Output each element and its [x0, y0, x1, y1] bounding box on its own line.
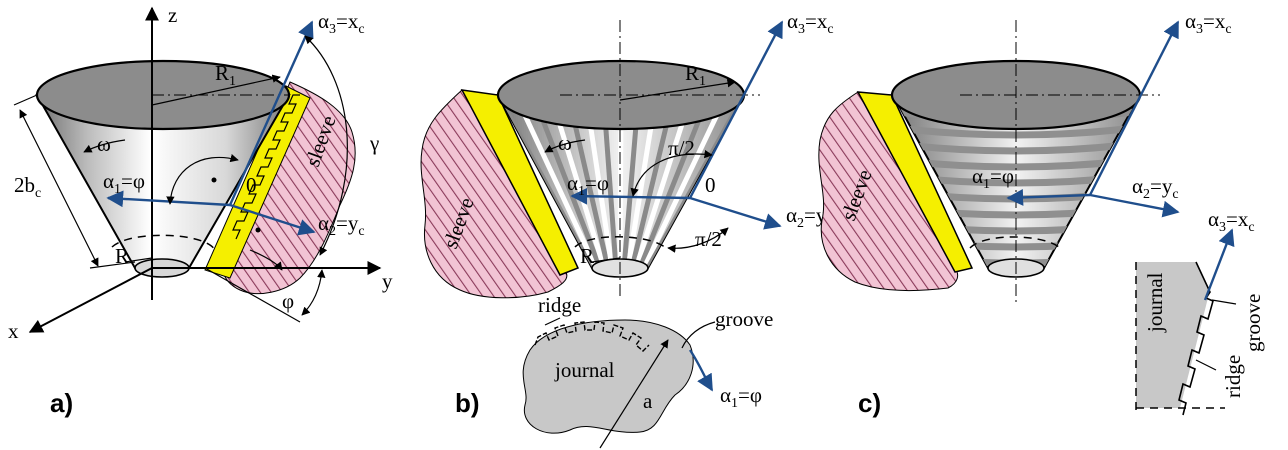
groove-pointer-c	[1211, 299, 1237, 305]
dim-2bc	[19, 109, 99, 267]
alpha2-vector-b	[689, 196, 782, 230]
label-y: y	[382, 269, 393, 293]
serrated-edge-c	[1178, 261, 1214, 416]
hidden-edge-b	[574, 236, 669, 251]
alpha1-vector-b	[570, 187, 691, 205]
alpha3-vector-detail	[1203, 228, 1235, 301]
label-alpha2-a: α2=yc	[318, 211, 365, 239]
panel-c	[818, 20, 1237, 416]
dim-ext-bottom	[89, 261, 136, 269]
omega-arrow-b	[544, 139, 586, 153]
angle-arc-a2	[249, 249, 283, 271]
flute-line	[530, 95, 603, 268]
label-a: a	[643, 389, 653, 413]
label-ridge-c: ridge	[1221, 355, 1245, 398]
panel-letter-b: b)	[455, 388, 480, 418]
label-r1-a: R1	[215, 61, 236, 89]
alpha2-vector-c	[1089, 193, 1180, 218]
flute-line	[513, 95, 599, 268]
label-alpha3-b: α3=xc	[787, 9, 834, 37]
alpha2-vector-a	[229, 203, 316, 236]
label-groove-c: groove	[1241, 294, 1265, 352]
ridge-pointer-c	[1195, 359, 1217, 371]
lubricant-layer-b	[460, 89, 580, 276]
label-omega-a: ω	[97, 132, 111, 156]
panel-b	[420, 20, 784, 449]
journal-detail-b	[522, 319, 694, 434]
label-alpha3-a: α3=xc	[318, 9, 365, 37]
ring-line	[893, 122, 1140, 139]
panel-a	[13, 6, 382, 333]
phi-ref-line	[204, 267, 301, 323]
label-right-angle-1: π/2	[668, 136, 695, 160]
radius-r-b	[591, 257, 621, 263]
label-ridge-b: ridge	[538, 293, 581, 317]
radius-r1-b	[619, 79, 736, 101]
alpha3-vector-a	[228, 20, 314, 206]
label-r-a: R	[115, 244, 129, 268]
dot-a2	[255, 227, 261, 233]
label-right-angle-2: π/2	[695, 227, 722, 251]
panel-letter-c: c)	[858, 388, 881, 418]
journal-detail-c	[1136, 262, 1210, 408]
right-angle-arc-b1	[630, 149, 713, 197]
label-2bc: 2bc	[14, 173, 41, 201]
angle-arc-a1	[166, 154, 239, 205]
dot-a1	[211, 177, 217, 183]
label-phi-a: φ	[282, 289, 294, 313]
radius-a-line	[599, 339, 669, 449]
alpha3-vector-c	[1088, 20, 1180, 196]
panel-letter-a: a)	[50, 388, 73, 418]
label-alpha1-a: α1=φ	[103, 169, 145, 197]
label-origin-b: 0	[705, 173, 716, 197]
label-r-b: R	[580, 244, 594, 268]
label-r1-b: R1	[685, 61, 706, 89]
phi-arc	[301, 269, 326, 316]
radius-r1-a	[151, 74, 281, 106]
label-alpha3-detail: α3=xc	[1208, 207, 1255, 235]
hidden-edge-c	[969, 236, 1063, 251]
sleeve-c	[818, 91, 959, 291]
hidden-edge-a	[111, 234, 216, 251]
label-z: z	[168, 3, 177, 27]
label-alpha1-detail: α1=φ	[720, 383, 762, 411]
omega-arrow-a	[83, 139, 126, 153]
ridge-pointer	[544, 317, 561, 326]
label-alpha2-c: α2=yc	[1132, 174, 1179, 202]
radius-r-a	[124, 257, 153, 263]
label-gamma: γ	[369, 131, 379, 155]
label-alpha1-b: α1=φ	[567, 171, 609, 199]
label-omega-b: ω	[558, 131, 572, 155]
label-journal-c: journal	[1143, 272, 1167, 333]
alpha1-vector-c	[1006, 189, 1091, 206]
label-x: x	[8, 319, 19, 343]
groove-pointer	[681, 321, 716, 349]
serrated-surface-a	[232, 94, 300, 240]
alpha1-vector-detail	[689, 349, 714, 392]
lubricant-layer-a	[204, 85, 311, 279]
label-alpha1-c: α1=φ	[972, 164, 1014, 192]
ridges-detail-b	[534, 321, 650, 352]
label-origin-a: 0	[246, 173, 257, 197]
gamma-arc	[304, 35, 348, 256]
sleeve-b	[420, 89, 568, 299]
dim-ext-top	[13, 94, 38, 106]
right-angle-arc-b2	[667, 227, 729, 253]
x-axis	[28, 267, 153, 333]
lubricant-layer-c	[856, 91, 974, 273]
label-journal-b: journal	[554, 358, 615, 382]
label-groove-b: groove	[715, 307, 773, 331]
label-alpha3-c: α3=xc	[1185, 9, 1232, 37]
